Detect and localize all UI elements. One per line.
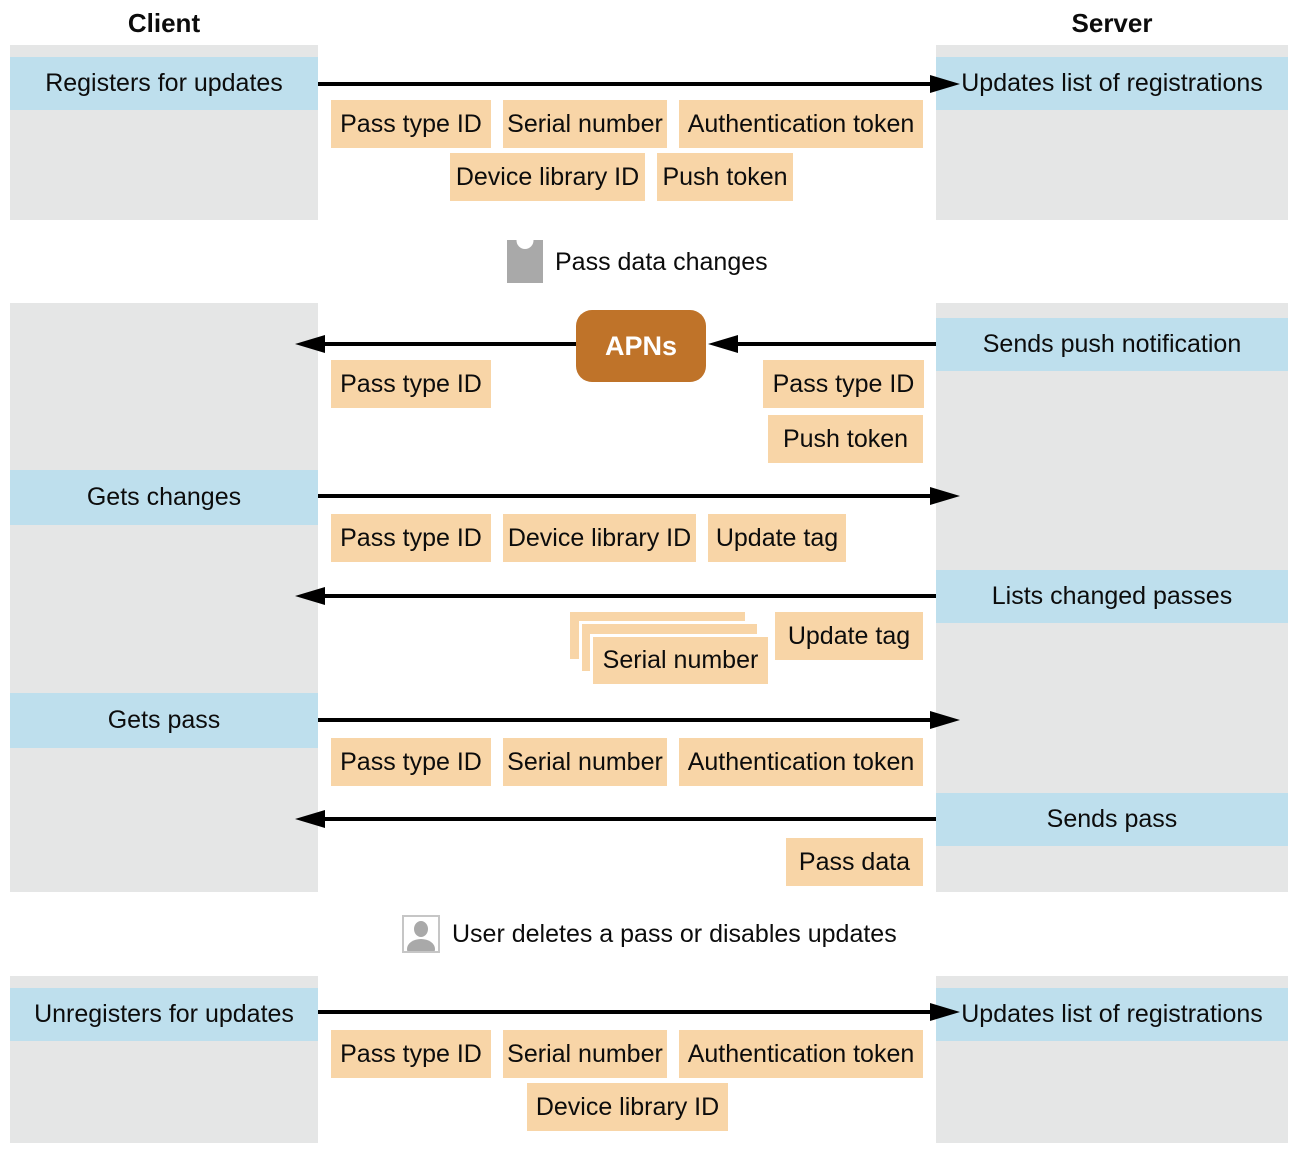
server-row-lists-changed: Lists changed passes xyxy=(936,570,1288,623)
tag-pass-type-id: Pass type ID xyxy=(763,360,924,408)
client-row-unregisters: Unregisters for updates xyxy=(10,988,318,1041)
arrow-unregister-line xyxy=(318,1010,930,1014)
tag-push-token: Push token xyxy=(657,153,793,201)
tag-pass-data: Pass data xyxy=(786,838,923,886)
arrow-gets-changes-line xyxy=(318,494,930,498)
tag-device-library-id: Device library ID xyxy=(503,514,696,562)
tag-authentication-token: Authentication token xyxy=(679,738,923,786)
user-icon-head xyxy=(414,921,428,937)
tag-authentication-token: Authentication token xyxy=(679,1030,923,1078)
tag-pass-type-id: Pass type ID xyxy=(331,360,491,408)
user-icon xyxy=(402,915,440,953)
server-row-updates-registrations-bottom: Updates list of registrations xyxy=(936,988,1288,1041)
tag-serial-number: Serial number xyxy=(503,1030,667,1078)
client-row-gets-pass: Gets pass xyxy=(10,693,318,748)
pass-icon xyxy=(507,240,543,283)
arrow-register-line xyxy=(318,82,930,86)
user-icon-shoulders xyxy=(407,939,435,951)
tag-update-tag: Update tag xyxy=(708,514,846,562)
note-pass-data-changes: Pass data changes xyxy=(555,247,768,276)
arrow-unregister-head-icon xyxy=(930,1003,960,1021)
tag-serial-number: Serial number xyxy=(593,637,768,684)
arrow-push-apns-to-client-head-icon xyxy=(295,335,325,353)
tag-serial-number: Serial number xyxy=(503,738,667,786)
arrow-lists-changed-head-icon xyxy=(295,587,325,605)
tag-device-library-id: Device library ID xyxy=(527,1083,728,1131)
arrow-gets-pass-line xyxy=(318,718,930,722)
server-column-title: Server xyxy=(1071,8,1153,38)
arrow-push-server-to-apns-head-icon xyxy=(708,335,738,353)
server-row-sends-push: Sends push notification xyxy=(936,318,1288,371)
tag-pass-type-id: Pass type ID xyxy=(331,100,491,148)
client-column-title: Client xyxy=(127,8,201,38)
tag-push-token: Push token xyxy=(768,415,923,463)
arrow-gets-pass-head-icon xyxy=(930,711,960,729)
tag-serial-number: Serial number xyxy=(503,100,667,148)
arrow-sends-pass-head-icon xyxy=(295,810,325,828)
client-lane-middle xyxy=(10,303,318,892)
arrow-sends-pass-line xyxy=(325,817,936,821)
arrow-lists-changed-line xyxy=(325,594,936,598)
tag-device-library-id: Device library ID xyxy=(450,153,645,201)
arrow-push-apns-to-client-line xyxy=(325,342,576,346)
arrow-push-server-to-apns-line xyxy=(738,342,936,346)
tag-pass-type-id: Pass type ID xyxy=(331,738,491,786)
client-row-gets-changes: Gets changes xyxy=(10,470,318,525)
tag-update-tag: Update tag xyxy=(775,612,923,660)
server-row-sends-pass: Sends pass xyxy=(936,793,1288,846)
arrow-gets-changes-head-icon xyxy=(930,487,960,505)
apns-node: APNs xyxy=(576,310,706,382)
note-user-deletes: User deletes a pass or disables updates xyxy=(452,919,897,948)
client-row-registers: Registers for updates xyxy=(10,57,318,110)
arrow-register-head-icon xyxy=(930,75,960,93)
tag-pass-type-id: Pass type ID xyxy=(331,514,491,562)
tag-pass-type-id: Pass type ID xyxy=(331,1030,491,1078)
tag-authentication-token: Authentication token xyxy=(679,100,923,148)
server-row-updates-registrations-top: Updates list of registrations xyxy=(936,57,1288,110)
